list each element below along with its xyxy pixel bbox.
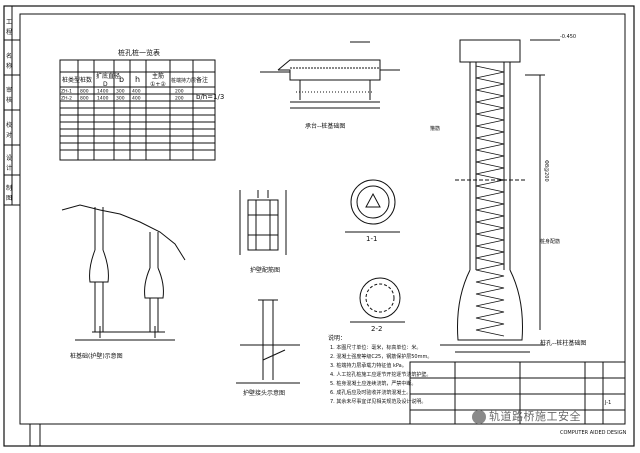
note-1: 1. 本图尺寸单位：毫米，标高单位：米。 — [330, 344, 421, 351]
row2-diameter: 1400 — [97, 96, 109, 102]
table-header-h: h — [135, 75, 140, 84]
table-header-remark: 备注 — [196, 76, 208, 84]
pile-elevation — [440, 39, 560, 353]
rebar-detail-caption: 护壁配筋图 — [250, 266, 280, 274]
row2-bearing: 200 — [175, 96, 184, 102]
row2-h: 400 — [132, 96, 141, 102]
section-1-1 — [345, 179, 400, 233]
pile-table-title: 桩孔桩一览表 — [118, 48, 160, 57]
pile-legend-1: 桩身配筋 — [540, 238, 560, 245]
slope-pile-detail — [61, 204, 186, 341]
table-header-bearing: 桩端持力层 — [171, 77, 196, 84]
wechat-icon — [472, 410, 486, 424]
row2-count: 800 — [80, 96, 89, 102]
note-6: 6. 成孔后应及时验收并浇筑混凝土。 — [330, 389, 411, 396]
pile-legend-2: 箍筋 — [430, 125, 440, 132]
row1-count: 800 — [80, 89, 89, 95]
margin-label-2: 名 — [6, 52, 12, 60]
table-header-bars-sub: ①+② — [150, 81, 166, 88]
joint-detail-caption: 护壁接头示意图 — [243, 389, 285, 397]
margin-label-3: 称 — [6, 62, 12, 70]
row1-bearing: 200 — [175, 89, 184, 95]
cap-detail-caption: 承台--桩基础图 — [305, 122, 345, 130]
notes-title: 说明： — [328, 334, 346, 342]
note-3: 3. 桩端持力层承载力特征值 kPa。 — [330, 362, 407, 369]
margin-label-10: 制 — [6, 184, 12, 192]
note-5: 5. 桩身混凝土应连续浇筑，严禁中断。 — [330, 380, 416, 387]
pile-spiral-rebar — [475, 65, 505, 337]
margin-label-8: 设 — [6, 154, 12, 162]
table-header-bars: 主筋 — [152, 72, 164, 80]
section-2-label: 2-2 — [371, 325, 382, 333]
section-2-2 — [350, 277, 405, 323]
outer-frame — [3, 5, 635, 447]
section-1-label: 1-1 — [366, 235, 377, 243]
row2-b: 300 — [116, 96, 125, 102]
margin-label-0: 工 — [6, 19, 12, 26]
pile-detail-caption: 桩孔--桩柱基础图 — [540, 339, 586, 347]
table-header-diameter-symbol: D — [103, 81, 108, 88]
note-2: 2. 混凝土强度等级C25，钢筋保护层50mm。 — [330, 353, 432, 360]
row2-type: ZH-2 — [61, 96, 72, 102]
title-block — [409, 361, 626, 425]
table-header-diameter: 扩底直径 — [96, 72, 120, 80]
row1-h: 400 — [132, 89, 141, 95]
table-note: b/h=1/3 — [196, 93, 224, 101]
margin-label-4: 审 — [6, 86, 12, 94]
row1-b: 300 — [116, 89, 125, 95]
margin-label-6: 校 — [6, 121, 12, 129]
elevation-mark: -0.450 — [560, 34, 576, 40]
watermark-text: 轨道路桥施工安全 — [489, 410, 581, 423]
phi-mark: Φ8@200 — [543, 160, 549, 182]
table-header-count: 桩数 — [80, 76, 92, 84]
table-header-b: b — [119, 75, 124, 84]
margin-label-1: 程 — [6, 28, 12, 36]
watermark: 轨道路桥施工安全 — [472, 408, 581, 424]
table-header-type: 桩类型 — [62, 76, 80, 84]
margin-label-5: 核 — [6, 96, 12, 104]
cap-section — [260, 41, 400, 109]
design-company: COMPUTER AIDED DESIGN — [560, 430, 627, 436]
row1-diameter: 1400 — [97, 89, 109, 95]
row1-type: ZH-1 — [61, 89, 72, 95]
rebar-detail — [239, 190, 287, 255]
slope-detail-caption: 桩基础(护壁)示意图 — [70, 352, 123, 360]
drawing-number: J-1 — [604, 400, 611, 406]
pile-table — [59, 59, 216, 161]
note-4: 4. 人工挖孔桩施工应逐节开挖逐节浇筑护壁。 — [330, 371, 431, 378]
joint-detail — [236, 299, 300, 384]
margin-label-7: 对 — [6, 131, 12, 139]
margin-label-9: 计 — [6, 164, 12, 172]
margin-label-11: 图 — [6, 195, 12, 202]
note-7: 7. 其余未尽事宜详见相关规范及设计说明。 — [330, 398, 426, 405]
